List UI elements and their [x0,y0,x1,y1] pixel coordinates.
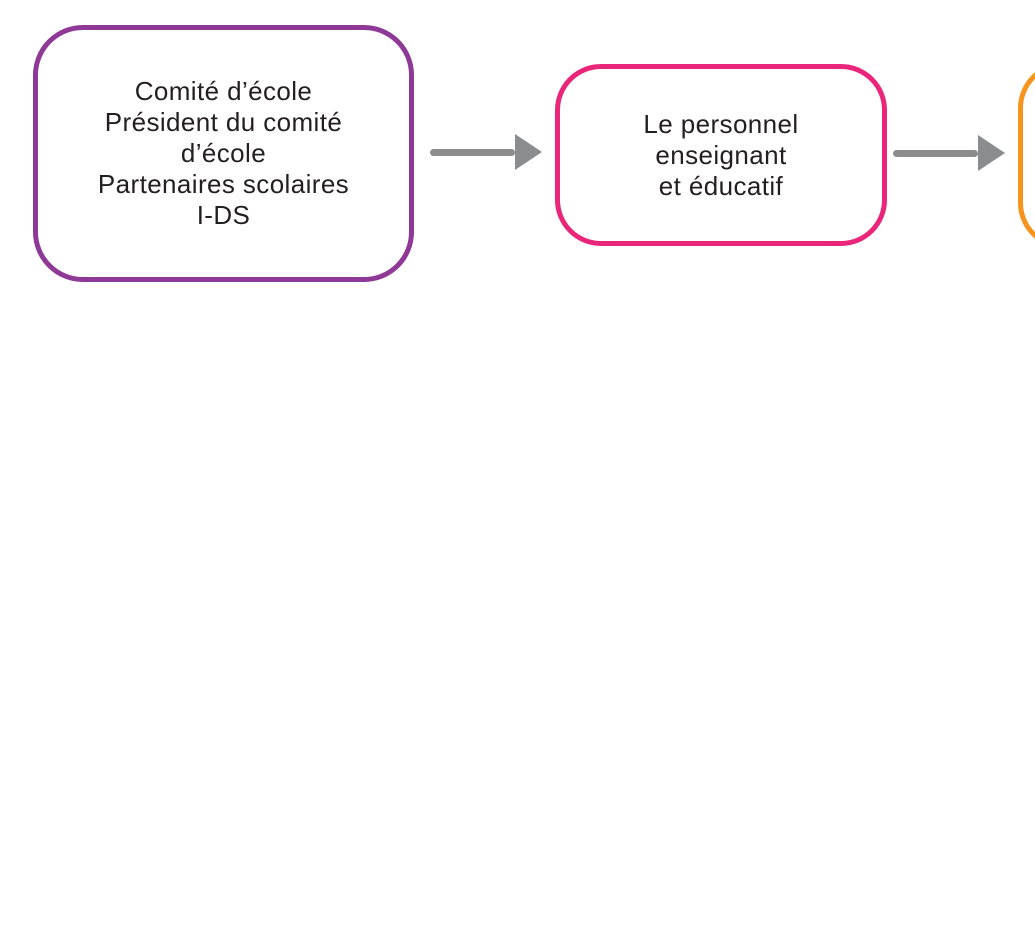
arrow-right-icon [430,134,542,170]
node-personnel-enseignant: Le personnel enseignant et éducatif [555,64,887,246]
node-comite-ecole: Comité d’école Président du comité d’éco… [33,25,414,282]
arrowhead-icon [515,134,542,170]
node-comite-ecole-label: Comité d’école Président du comité d’éco… [97,76,350,230]
arrow-right-icon [893,135,1005,171]
arrow-shaft [430,148,515,156]
arrow-shaft [893,149,978,157]
node-personnel-enseignant-label: Le personnel enseignant et éducatif [643,108,799,201]
arrowhead-icon [978,135,1005,171]
node-cut-off-right [1018,62,1035,249]
